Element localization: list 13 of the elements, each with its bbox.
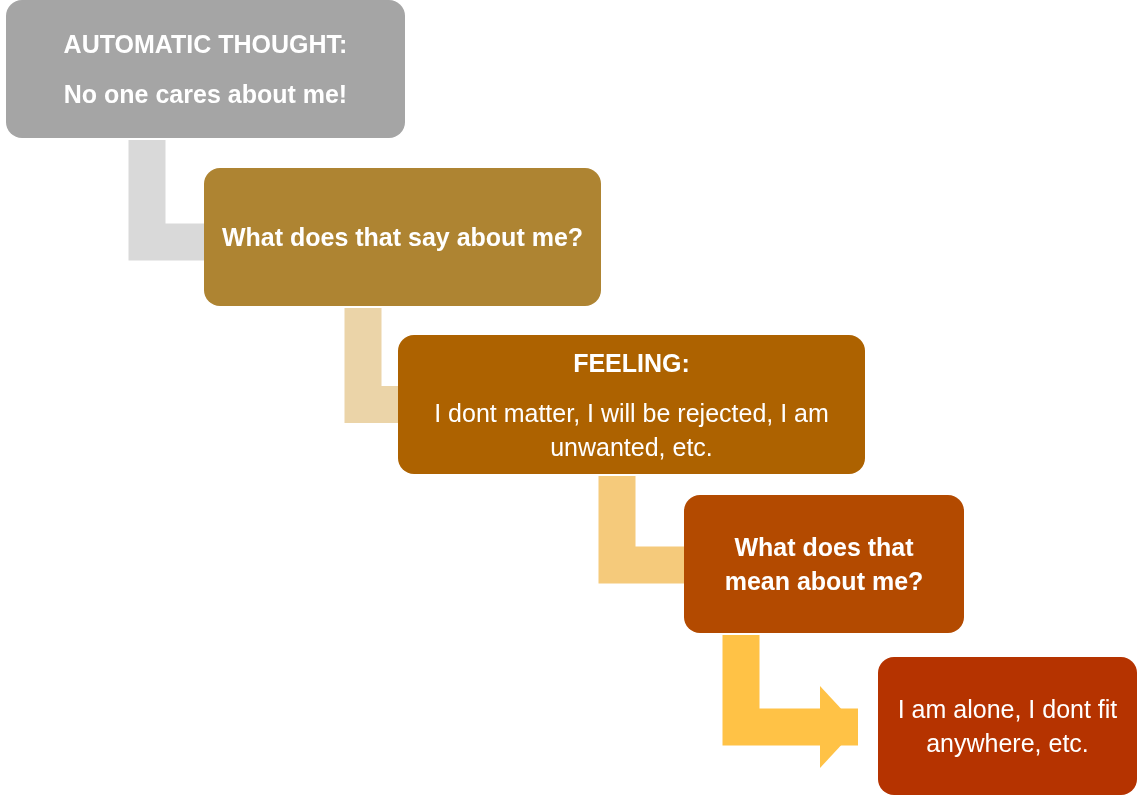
process-box bbox=[6, 0, 405, 138]
box-text: No one cares about me! bbox=[63, 79, 348, 110]
box-text: I dont matter, I will be rejected, I am unwanted, etc. bbox=[433, 397, 830, 463]
box-text: What does that mean about me? bbox=[723, 532, 925, 597]
process-box bbox=[398, 335, 865, 474]
box-text: I am alone, I dont fit anywhere, etc. bbox=[896, 694, 1119, 759]
process-box bbox=[204, 168, 601, 306]
bent-arrow bbox=[722, 635, 858, 768]
box-text: FEELING: bbox=[573, 347, 690, 379]
box-text: AUTOMATIC THOUGHT: bbox=[63, 29, 348, 60]
box-text: What does that say about me? bbox=[221, 222, 584, 253]
process-box bbox=[878, 657, 1137, 795]
process-box bbox=[684, 495, 964, 633]
